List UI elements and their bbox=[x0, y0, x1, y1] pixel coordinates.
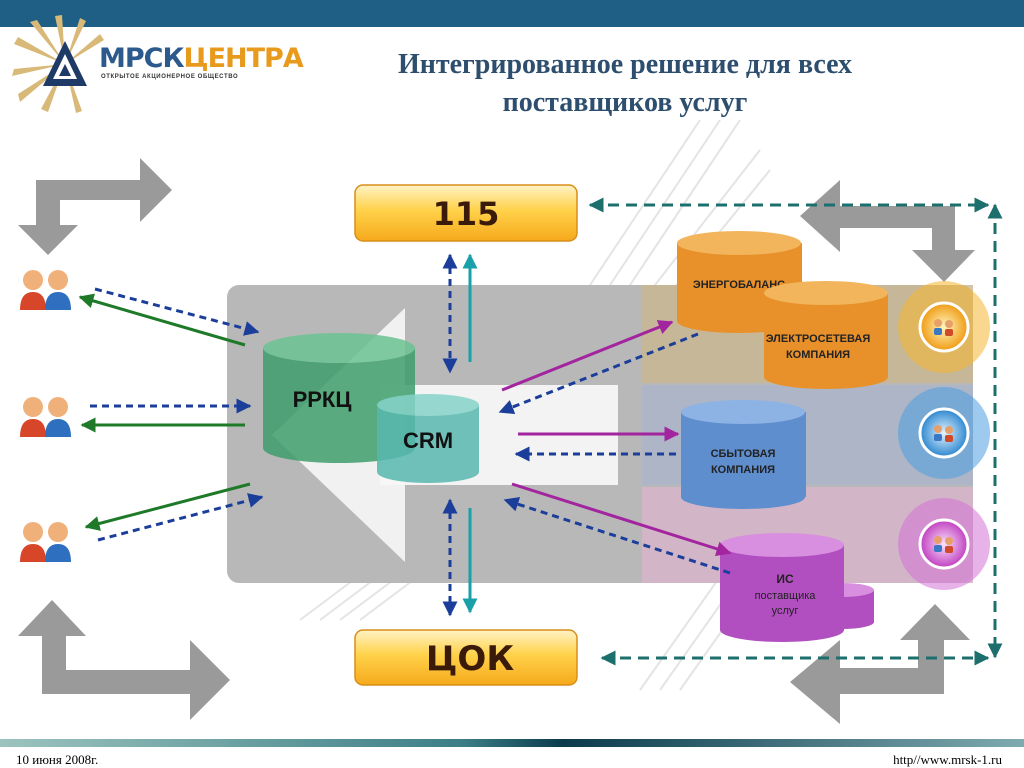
setevaya-label-2: КОМПАНИЯ bbox=[786, 349, 850, 361]
logo-subtitle: ОТКРЫТОЕ АКЦИОНЕРНОЕ ОБЩЕСТВО bbox=[101, 74, 239, 80]
outer-loop-arrows bbox=[588, 197, 1003, 666]
rrkc-label: РРКЦ bbox=[293, 387, 352, 412]
footer-date: 10 июня 2008г. bbox=[16, 752, 99, 767]
crm-vertical-arrows bbox=[442, 253, 478, 617]
sun-blue-icon bbox=[898, 387, 990, 479]
is-database bbox=[720, 533, 874, 642]
header-bar bbox=[0, 0, 1024, 27]
is-label-3: услуг bbox=[772, 605, 799, 617]
sbyt-label-1: СБЫТОВАЯ bbox=[711, 448, 776, 460]
sun-purple-icon bbox=[898, 498, 990, 590]
box-tsok-label: ЦОК bbox=[426, 639, 514, 679]
setevaya-database bbox=[764, 281, 888, 389]
logo-main: МРСК bbox=[99, 43, 185, 74]
logo-wordmark: МРСКЦЕНТРА bbox=[99, 43, 304, 74]
box-tsok bbox=[354, 629, 578, 686]
crm-provider-arrows bbox=[498, 320, 732, 575]
logo-sunburst-icon bbox=[12, 15, 104, 113]
crm-database bbox=[377, 394, 479, 483]
customer-arrows bbox=[78, 287, 264, 542]
crm-label: CRM bbox=[403, 428, 453, 453]
is-label-1: ИС bbox=[776, 572, 794, 586]
logo-accent: ЦЕНТРА bbox=[183, 43, 304, 74]
setevaya-label-1: ЭЛЕКТРОСЕТЕВАЯ bbox=[766, 333, 871, 345]
customer-icon-1 bbox=[20, 270, 71, 310]
customer-icon-3 bbox=[20, 522, 71, 562]
box-115-label: 115 bbox=[433, 195, 500, 233]
sun-orange-icon bbox=[898, 281, 990, 373]
corner-arrows bbox=[18, 158, 975, 724]
customer-icon-2 bbox=[20, 397, 71, 437]
sbyt-label-2: КОМПАНИЯ bbox=[711, 464, 775, 476]
sbyt-database bbox=[681, 400, 806, 509]
box-115 bbox=[354, 184, 578, 242]
footer-url[interactable]: http//www.mrsk-1.ru bbox=[893, 752, 1002, 767]
energobalans-label: ЭНЕРГОБАЛАНС bbox=[693, 279, 785, 291]
integration-diagram: 115 ЦОК РРКЦ CRM ЭНЕРГОБАЛАНС ЭЛЕКТРОСЕТ… bbox=[18, 119, 1003, 724]
sun-people-icons bbox=[934, 319, 953, 553]
is-label-2: поставщика bbox=[755, 590, 817, 602]
page-title: Интегрированное решение для всех поставщ… bbox=[397, 49, 853, 118]
footer-bar bbox=[0, 739, 1024, 747]
